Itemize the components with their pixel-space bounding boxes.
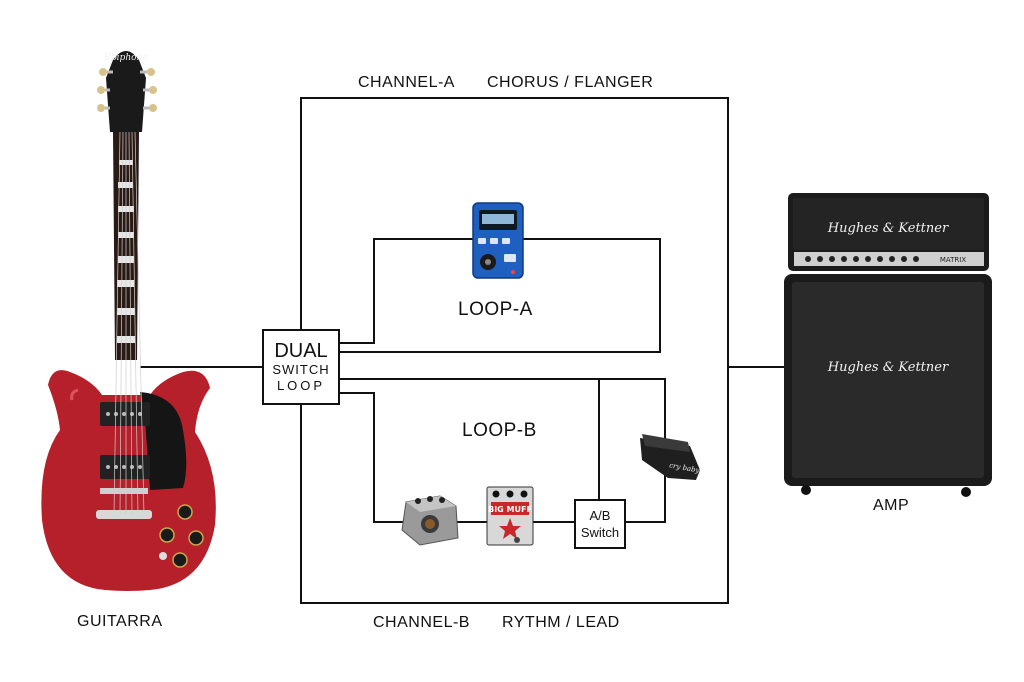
dual-switch-line1: DUAL: [274, 340, 328, 362]
ab-switch-box: A/B Switch: [574, 499, 626, 549]
loop-a-label: LOOP-A: [458, 299, 533, 320]
chorus-flanger-label: CHORUS / FLANGER: [487, 74, 654, 91]
fuzz-pedal-logo: BIG MUFF: [488, 505, 532, 514]
fuzz-pedal-image: BIG MUFF: [486, 486, 534, 546]
rythm-lead-label: RYTHM / LEAD: [502, 614, 620, 631]
amp-head-logo: Hughes & Kettner: [827, 221, 949, 236]
loop-b-label: LOOP-B: [462, 420, 537, 441]
dual-switch-line3: LOOP: [276, 378, 326, 393]
dual-switch-loop-box: DUAL SWITCH LOOP: [262, 329, 340, 405]
guitar-image: Epiphone: [41, 51, 216, 591]
amp-head-image: Hughes & Kettner MATRIX: [788, 193, 989, 271]
dual-switch-line2: SWITCH: [272, 362, 330, 377]
guitar-brand-logo: Epiphone: [103, 53, 147, 63]
channel-loop-wire: [300, 97, 729, 604]
amp-cabinet-logo: Hughes & Kettner: [827, 360, 949, 375]
channel-b-label: CHANNEL-B: [373, 614, 470, 631]
amp-model-label: MATRIX: [940, 256, 966, 264]
amp-cabinet-image: Hughes & Kettner: [784, 274, 992, 497]
amp-label: AMP: [873, 497, 910, 514]
ab-switch-line1: A/B: [589, 508, 611, 523]
loop-b-wire: [336, 392, 574, 523]
multi-effects-pedal-image: [472, 202, 524, 279]
wah-pedal-image: cry baby: [640, 434, 701, 480]
ab-switch-line2: Switch: [580, 525, 620, 540]
channel-a-label: CHANNEL-A: [358, 74, 455, 91]
guitarra-label: GUITARRA: [77, 613, 163, 630]
overdrive-pedal-image: [401, 495, 459, 546]
